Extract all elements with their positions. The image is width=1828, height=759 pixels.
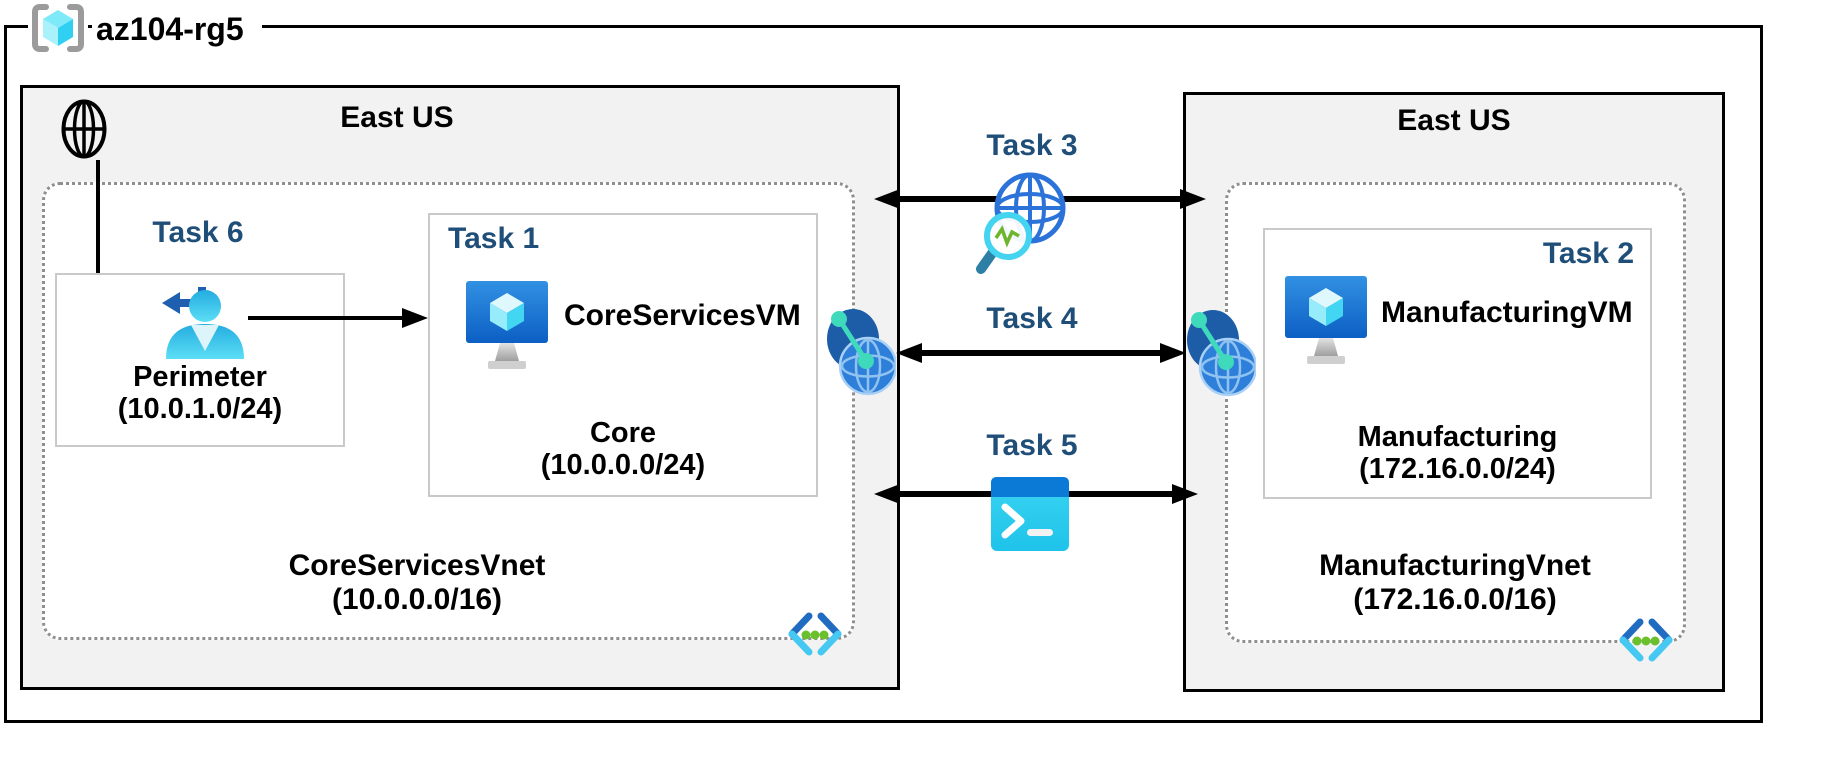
task2-label: Task 2 [1542, 237, 1634, 270]
region-title-left: East US [340, 101, 454, 134]
virtual-network-icon-right [1617, 617, 1675, 663]
manufacturing-subnet-cidr: (172.16.0.0/24) [1359, 453, 1556, 485]
arrow-task4 [896, 340, 1186, 366]
cloud-shell-icon [991, 477, 1069, 551]
task1-subnet-box: Task 1 CoreServicesVM [428, 213, 818, 497]
internet-globe-icon [60, 97, 108, 161]
virtual-network-icon-left [786, 611, 844, 657]
arrow-perimeter-to-vm [248, 305, 430, 331]
coreservices-vnet-name: CoreServicesVnet [288, 549, 546, 582]
task6-label: Task 6 [152, 216, 244, 249]
region-title-right: East US [1397, 104, 1511, 137]
task1-label: Task 1 [448, 222, 540, 255]
manufacturing-vnet-caption: ManufacturingVnet (172.16.0.0/16) [1255, 549, 1655, 617]
core-subnet-caption: Core (10.0.0.0/24) [430, 417, 816, 481]
resource-group-label: az104-rg5 [92, 8, 262, 50]
vm-name-coreservices: CoreServicesVM [564, 299, 801, 332]
perimeter-subnet-cidr: (10.0.1.0/24) [117, 393, 283, 425]
user-signin-icon [156, 281, 244, 361]
manufacturing-subnet-name: Manufacturing [1357, 421, 1558, 453]
vm-name-manufacturing: ManufacturingVM [1381, 296, 1633, 329]
task5-label: Task 5 [986, 429, 1078, 462]
resource-group-box [4, 25, 1763, 723]
coreservices-vnet-cidr: (10.0.0.0/16) [331, 583, 503, 616]
manufacturing-vnet-cidr: (172.16.0.0/16) [1353, 583, 1557, 616]
vm-icon-coreservices [466, 281, 548, 377]
manufacturing-subnet-caption: Manufacturing (172.16.0.0/24) [1265, 421, 1650, 485]
core-subnet-cidr: (10.0.0.0/24) [540, 449, 706, 481]
core-subnet-name: Core [589, 417, 657, 449]
manufacturing-vnet-name: ManufacturingVnet [1319, 549, 1591, 582]
perimeter-subnet-box: Perimeter (10.0.1.0/24) [55, 273, 345, 447]
vnet-peering-icon-left [826, 306, 896, 398]
resource-group-icon [28, 1, 88, 55]
task2-subnet-box: Task 2 ManufacturingVM [1263, 228, 1652, 499]
task4-label: Task 4 [986, 302, 1078, 335]
perimeter-subnet-name: Perimeter [133, 361, 267, 393]
network-watcher-icon [976, 170, 1068, 278]
vm-icon-manufacturing [1285, 276, 1367, 372]
task3-label: Task 3 [986, 129, 1078, 162]
vnet-peering-icon-right [1186, 307, 1256, 399]
coreservices-vnet-caption: CoreServicesVnet (10.0.0.0/16) [217, 549, 617, 617]
